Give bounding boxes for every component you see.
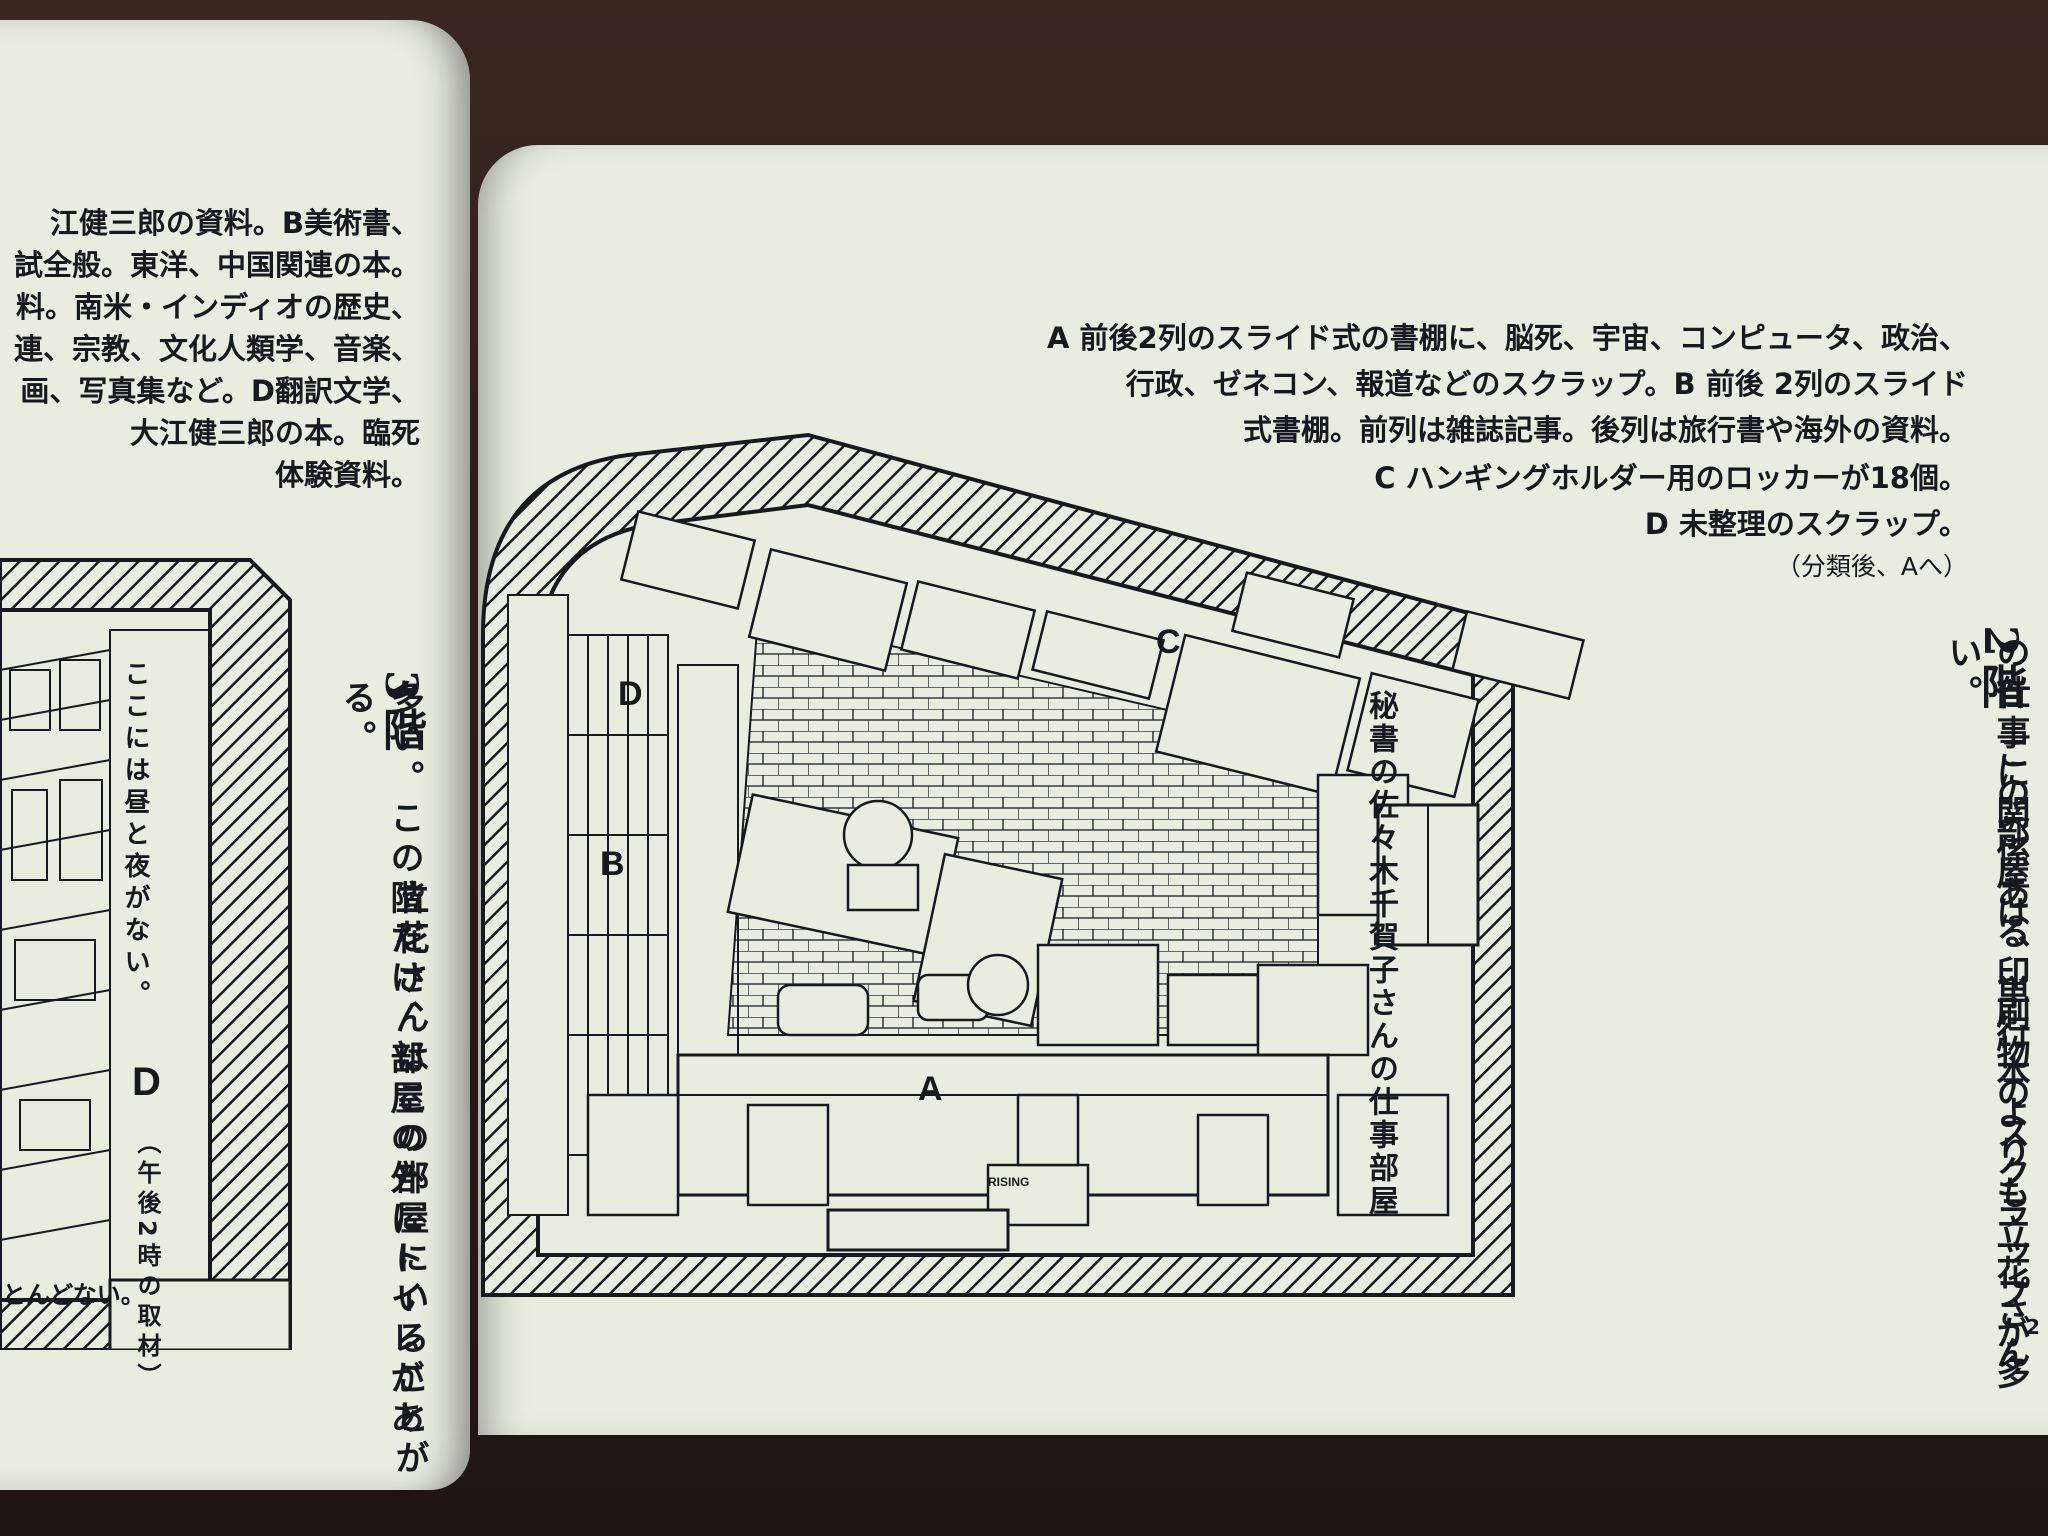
left-caption-line-7: 体験資料。 [274,458,420,492]
left-caption-line-1: 江健三郎の資料。B美術書、 [49,206,420,240]
floor2-title: 2階 [1974,625,2028,716]
floor3-text-col2: 立花さんはこの部屋にいることが [389,880,429,1480]
floor3-bottom-text: とんどない。 [2,1281,145,1309]
right-caption-line-6: （分類後、Aへ） [1775,552,1968,581]
left-caption-line-2: 試全般。東洋、中国関連の本。 [13,248,420,282]
left-caption-line-4: 連、宗教、文化人類学、音楽、 [13,332,420,366]
label-c: C [1156,623,1181,661]
floor2-text-col2: の仕事に関係ある印刷物のスクラップが多い。 [1942,635,2030,1395]
floor2-illustration [481,432,1585,1297]
right-caption-line-5: D 未整理のスクラップ。 [1644,507,1968,541]
floor3-title: 3階 [375,670,426,757]
floor3-sign: ここには昼と夜がない。 [120,660,150,1012]
left-caption: 江健三郎の資料。B美術書、 試全般。東洋、中国関連の本。 料。南米・インディオの… [0,200,420,492]
right-caption-line-4: C ハンギングホルダー用のロッカーが18個。 [1374,461,1968,495]
right-caption-line-1: A 前後2列のスライド式の書棚に、脳死、宇宙、コンピュータ、政治、 [1047,321,1968,355]
room-caption: 秘書の佐々木千賀子さんの仕事部屋 [1363,690,1398,1218]
right-page: A 前後2列のスライド式の書棚に、脳死、宇宙、コンピュータ、政治、 行政、ゼネコ… [478,145,2048,1435]
left-caption-line-3: 料。南米・インディオの歴史、 [16,290,420,324]
label-b: B [600,845,625,883]
left-caption-line-6: 大江健三郎の本。臨死 [129,416,420,450]
floor3-illustration [0,558,292,1350]
floor3-time-note: （午後2時の取材） [133,1130,161,1393]
box-label: RISING [988,1175,1030,1189]
right-caption: A 前後2列のスライド式の書棚に、脳死、宇宙、コンピュータ、政治、 行政、ゼネコ… [858,315,1968,725]
left-page: 江健三郎の資料。B美術書、 試全般。東洋、中国関連の本。 料。南米・インディオの… [0,20,470,1490]
floor3-text-col1: 多い。この階だけ、部屋の外にトイレがある。 [336,680,424,1440]
floor3-label-d: D [132,1060,161,1104]
right-caption-line-2: 行政、ゼネコン、報道などのスクラップ。B 前後 2列のスライド [1125,367,1968,401]
label-d: D [618,675,643,713]
page-number: 2 [2026,1315,2040,1339]
label-a: A [918,1070,943,1108]
floor2-text-col1: この部屋は、単行本よりも立花さん [1990,735,2030,1375]
right-caption-line-3: 式書棚。前列は雑誌記事。後列は旅行書や海外の資料。 [1242,413,1968,447]
left-caption-line-5: 画、写真集など。D翻訳文学、 [20,374,420,408]
